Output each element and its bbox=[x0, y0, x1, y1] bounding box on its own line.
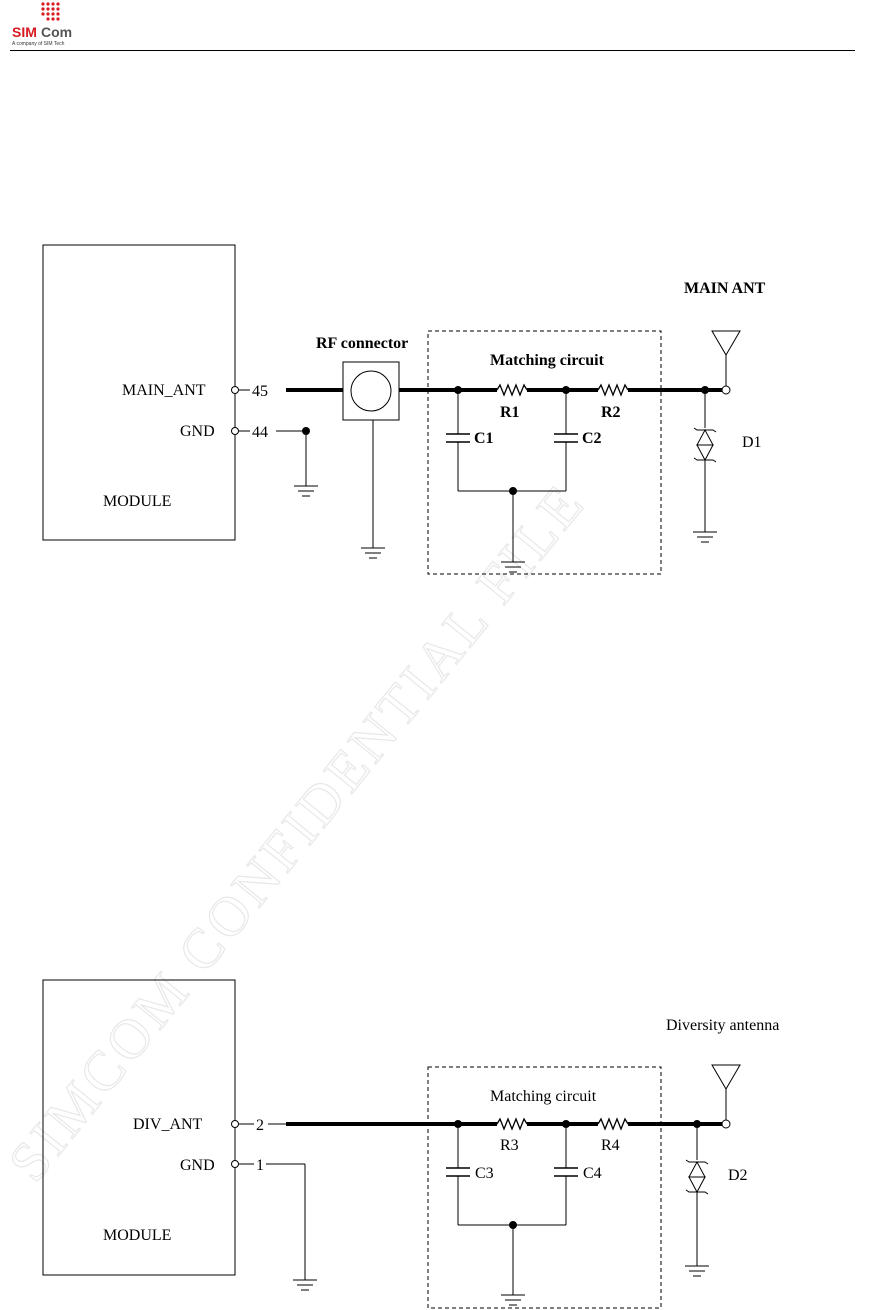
label-d1: D1 bbox=[742, 434, 762, 451]
matching-circuit-label-div: Matching circuit bbox=[490, 1088, 597, 1105]
resistor-r3 bbox=[497, 1119, 527, 1129]
resistor-r4 bbox=[598, 1119, 628, 1129]
rf-connector-label: RF connector bbox=[316, 335, 408, 352]
pin-number-45: 45 bbox=[252, 383, 268, 400]
pin-number-44: 44 bbox=[252, 424, 268, 441]
diode-d2 bbox=[686, 1124, 708, 1266]
ground-symbol bbox=[293, 1280, 317, 1290]
pin-name-gnd-main: GND bbox=[180, 423, 215, 440]
matching-circuit-label-main: Matching circuit bbox=[490, 352, 605, 369]
antenna-label-div: Diversity antenna bbox=[666, 1017, 779, 1034]
label-c4: C4 bbox=[583, 1165, 602, 1182]
label-r3: R3 bbox=[500, 1137, 519, 1154]
antenna-icon bbox=[712, 331, 740, 386]
label-r1: R1 bbox=[500, 404, 520, 421]
label-d2: D2 bbox=[728, 1167, 748, 1184]
module-label-div: MODULE bbox=[103, 1227, 171, 1244]
capacitor-c2 bbox=[554, 390, 578, 491]
resistor-r2 bbox=[598, 385, 628, 395]
ground-symbol bbox=[501, 1295, 525, 1305]
antenna-label-main: MAIN ANT bbox=[684, 280, 766, 297]
antenna-terminal-div bbox=[722, 1120, 730, 1128]
label-c2: C2 bbox=[582, 430, 602, 447]
label-c1: C1 bbox=[474, 430, 494, 447]
capacitor-c3 bbox=[446, 1124, 470, 1225]
resistor-r1 bbox=[497, 385, 527, 395]
pin-number-1: 1 bbox=[256, 1157, 264, 1174]
main-antenna-schematic bbox=[43, 245, 740, 574]
label-r4: R4 bbox=[601, 1137, 620, 1154]
capacitor-c4 bbox=[554, 1124, 578, 1225]
junction-dot bbox=[303, 428, 310, 435]
antenna-terminal-main bbox=[722, 386, 730, 394]
pin-number-2: 2 bbox=[256, 1117, 264, 1134]
pin-45-terminal bbox=[232, 387, 239, 394]
ground-symbol bbox=[294, 486, 318, 496]
diode-d1 bbox=[694, 390, 716, 532]
ground-symbol bbox=[685, 1266, 709, 1276]
module-label-main: MODULE bbox=[103, 493, 171, 510]
capacitor-c1 bbox=[446, 390, 470, 491]
rf-connector-port bbox=[351, 371, 391, 411]
pin-2-terminal bbox=[232, 1121, 239, 1128]
ground-symbol bbox=[693, 532, 717, 542]
confidential-watermark: SIMCOM CONFIDENTIAL FILE bbox=[0, 472, 598, 1193]
ground-symbol bbox=[361, 548, 385, 558]
antenna-icon bbox=[712, 1065, 740, 1120]
label-r2: R2 bbox=[601, 404, 621, 421]
pin-name-main-ant: MAIN_ANT bbox=[122, 382, 206, 399]
pin-44-terminal bbox=[232, 428, 239, 435]
label-c3: C3 bbox=[475, 1165, 494, 1182]
pin-name-gnd-div: GND bbox=[180, 1157, 215, 1174]
pin-name-div-ant: DIV_ANT bbox=[133, 1116, 203, 1133]
pin-1-terminal bbox=[232, 1161, 239, 1168]
